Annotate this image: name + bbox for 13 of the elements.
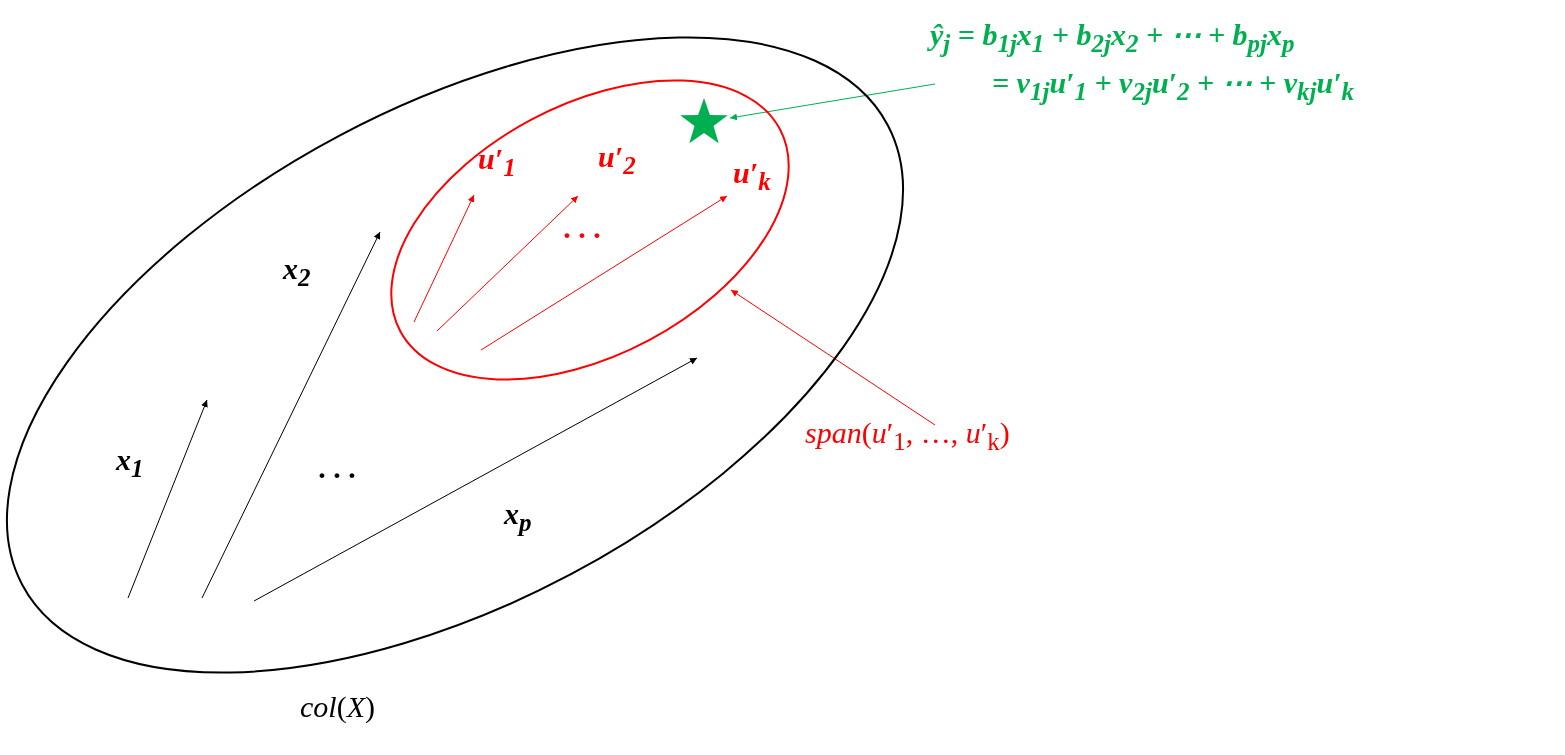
equation: = v$_{1j}$u′$_{1}$ + v$_{2j}$u′$_{2}$ + ⋯ + v$_{kj}$u′$_{k}$	[992, 66, 1355, 106]
ellipsis: · · ·	[318, 458, 356, 491]
ellipsis: · · ·	[563, 218, 601, 251]
subspace-label: span(u′$_{1}$, …, u′$_{k}$)	[805, 416, 1010, 456]
vector-label: x$_{1}$	[116, 443, 144, 483]
vector-label: u′$_{2}$	[598, 140, 636, 180]
leader-arrow	[730, 289, 936, 426]
vector-label: u′$_{k}$	[733, 156, 771, 196]
vector-label: x$_{2}$	[283, 252, 311, 292]
vector-label: u′$_{1}$	[478, 142, 516, 182]
arrow	[729, 83, 936, 121]
vector-label: x$_{p}$	[504, 497, 532, 537]
space-label: col(X)	[300, 690, 375, 723]
